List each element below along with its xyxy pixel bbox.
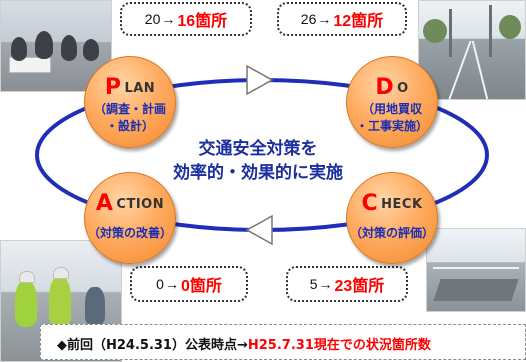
note-highlight: H25.7.31現在での状況箇所数 — [247, 338, 431, 353]
check-count-callout: 5 → 23箇所 — [286, 266, 408, 302]
person-shape — [11, 37, 27, 61]
person-shape — [35, 31, 53, 59]
worker-shape — [15, 281, 37, 327]
plan-count-arrow: → — [161, 11, 176, 27]
pole-shape — [449, 9, 452, 57]
check-count-before: 5 — [309, 276, 318, 292]
check-count-arrow: → — [318, 276, 333, 292]
center-text-line1: 交通安全対策を — [198, 139, 318, 159]
worker-shape — [49, 277, 71, 327]
tree-shape — [423, 19, 447, 43]
action-count-arrow: → — [164, 276, 179, 292]
action-count-callout: 0 → 0箇所 — [130, 266, 248, 302]
do-count-before: 26 — [300, 11, 317, 27]
do-sub-line1: （用地買収 — [361, 102, 422, 116]
action-title-rest: CTION — [116, 197, 165, 212]
action-count-after: 0箇所 — [180, 278, 222, 295]
worker-shape — [85, 287, 105, 327]
check-title-rest: HECK — [381, 197, 423, 212]
action-count-before: 0 — [156, 276, 164, 292]
action-letter: A — [95, 191, 114, 216]
person-shape — [83, 39, 99, 61]
center-text-line2: 効率的・効果的に実施 — [173, 163, 343, 183]
meeting-photo — [0, 0, 112, 92]
document-shape — [9, 57, 51, 73]
helmet-shape — [53, 267, 69, 279]
plan-letter: P — [104, 75, 122, 100]
status-note: ◆前回（H24.5.31）公表時点→H25.7.31現在での状況箇所数 — [40, 324, 526, 360]
do-count-after: 12箇所 — [333, 13, 384, 30]
do-count-arrow: → — [317, 11, 332, 27]
tree-shape — [499, 15, 521, 39]
do-count-callout: 26 → 12箇所 — [277, 2, 407, 36]
plan-title-rest: LAN — [124, 81, 156, 96]
arrow-right-icon — [246, 64, 274, 96]
helmet-shape — [19, 271, 35, 283]
do-letter: D — [375, 75, 395, 100]
note-prefix: ◆前回（H24.5.31）公表時点→ — [57, 338, 248, 353]
pole-shape — [489, 5, 492, 57]
do-sub-line2: ・工事実施） — [355, 119, 428, 133]
do-title-rest: O — [397, 81, 409, 96]
arrow-left-icon — [245, 214, 273, 246]
guardrail-shape — [433, 267, 519, 269]
person-shape — [61, 35, 77, 61]
check-count-after: 23箇所 — [334, 278, 385, 295]
check-letter: C — [361, 191, 379, 216]
plan-count-after: 16箇所 — [177, 13, 228, 30]
plan-count-callout: 20 → 16箇所 — [120, 2, 252, 36]
plan-sub-line1: （調査・計画 — [93, 102, 166, 116]
action-sub-line1: （対策の改善） — [87, 226, 172, 240]
plan-sub-line2: ・設計） — [105, 119, 154, 133]
road-check-photo — [426, 228, 526, 312]
center-text: 交通安全対策を 効率的・効果的に実施 — [138, 137, 378, 185]
plan-count-before: 20 — [144, 11, 161, 27]
check-sub-line1: （対策の評価） — [349, 226, 434, 240]
